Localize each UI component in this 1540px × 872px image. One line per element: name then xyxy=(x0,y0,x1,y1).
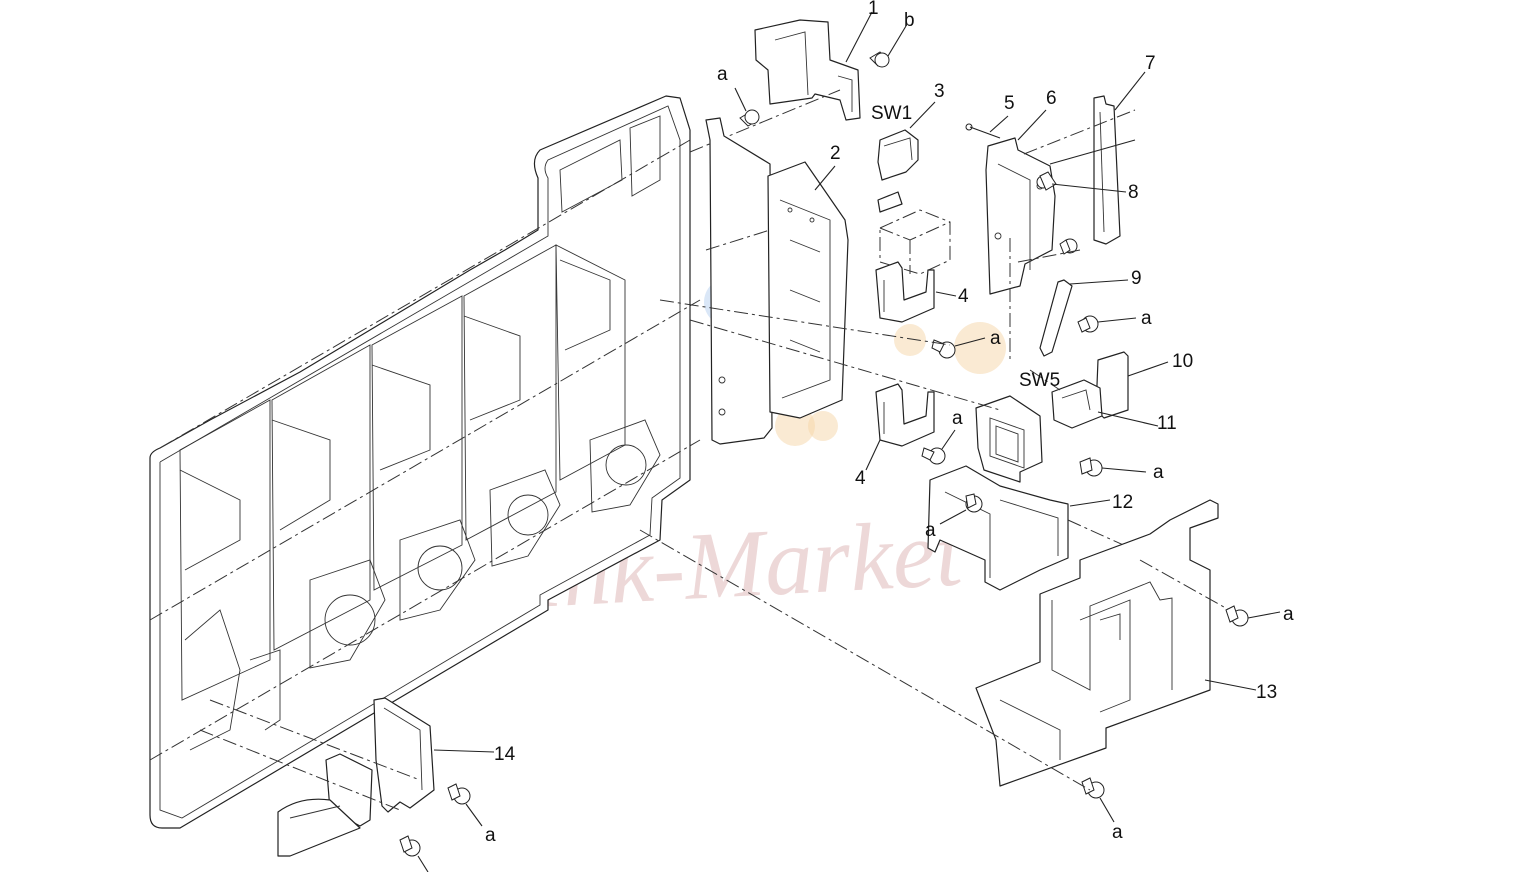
callout-c3: 3 xyxy=(934,81,945,102)
callout-csw1: SW1 xyxy=(871,103,912,124)
mounting-bracket xyxy=(975,395,1043,483)
part-1-bracket xyxy=(689,11,873,153)
screw-a xyxy=(1079,457,1147,477)
screw-a xyxy=(939,493,983,525)
part-8-spacer xyxy=(1036,171,1127,193)
alignment-line xyxy=(659,299,951,346)
callout-ca5: a xyxy=(1153,462,1164,483)
screw-a xyxy=(447,783,483,827)
callout-c11: 11 xyxy=(1157,413,1177,434)
callout-ca4: a xyxy=(952,408,963,429)
callout-ca2: a xyxy=(1141,308,1152,329)
callout-ca8: a xyxy=(485,825,496,846)
callout-c4a: 4 xyxy=(958,286,969,307)
callout-cb: b xyxy=(904,10,915,31)
callout-c1: 1 xyxy=(868,0,879,19)
callout-ca3: a xyxy=(990,328,1001,349)
watermark-dot xyxy=(808,411,838,441)
part-4-lower-bracket xyxy=(865,383,935,471)
part-14-bracket xyxy=(199,697,495,857)
callout-c2: 2 xyxy=(830,143,841,164)
screw-a xyxy=(1077,315,1137,333)
callout-c8: 8 xyxy=(1128,182,1139,203)
part-5-shaft xyxy=(965,115,1009,139)
callout-c10: 10 xyxy=(1172,351,1193,372)
callout-c5: 5 xyxy=(1004,93,1015,114)
callout-ca6: a xyxy=(925,520,936,541)
part-3-switch-sw1 xyxy=(877,101,936,213)
watermark-dot xyxy=(954,322,1006,374)
alignment-line xyxy=(689,319,1001,411)
callout-c7: 7 xyxy=(1145,53,1156,74)
screw-a xyxy=(921,429,956,465)
alignment-line xyxy=(639,529,1091,791)
part-13-frame xyxy=(975,499,1257,787)
screw-a xyxy=(734,87,760,127)
callout-ca7: a xyxy=(1283,604,1294,625)
part-2-plate xyxy=(705,117,849,445)
callout-ca9: a xyxy=(1112,822,1123,843)
watermark-dot xyxy=(894,324,926,356)
part-11-switch-sw5 xyxy=(1029,369,1159,429)
part-4-upper-bracket xyxy=(875,261,957,323)
callout-csw5: SW5 xyxy=(1019,370,1060,391)
part-9-strip xyxy=(1017,249,1129,357)
screw-b xyxy=(869,25,907,68)
side-frame-part xyxy=(149,95,701,829)
part-10-plate xyxy=(1095,351,1169,419)
screw-part-6 xyxy=(1059,238,1078,255)
screw-a xyxy=(1225,605,1281,627)
screw-a xyxy=(399,835,429,872)
screw-a xyxy=(931,337,986,359)
callout-c13: 13 xyxy=(1256,682,1277,703)
part-6-bracket xyxy=(985,109,1056,360)
callout-ca1: a xyxy=(717,64,728,85)
part-7-strip xyxy=(1023,71,1146,245)
relay-block xyxy=(879,209,951,275)
callout-c6: 6 xyxy=(1046,88,1057,109)
callout-c4b: 4 xyxy=(855,468,866,489)
callout-c14: 14 xyxy=(494,744,516,765)
callout-c12: 12 xyxy=(1112,492,1133,513)
callout-c9: 9 xyxy=(1131,268,1142,289)
screw-a xyxy=(1081,777,1115,823)
